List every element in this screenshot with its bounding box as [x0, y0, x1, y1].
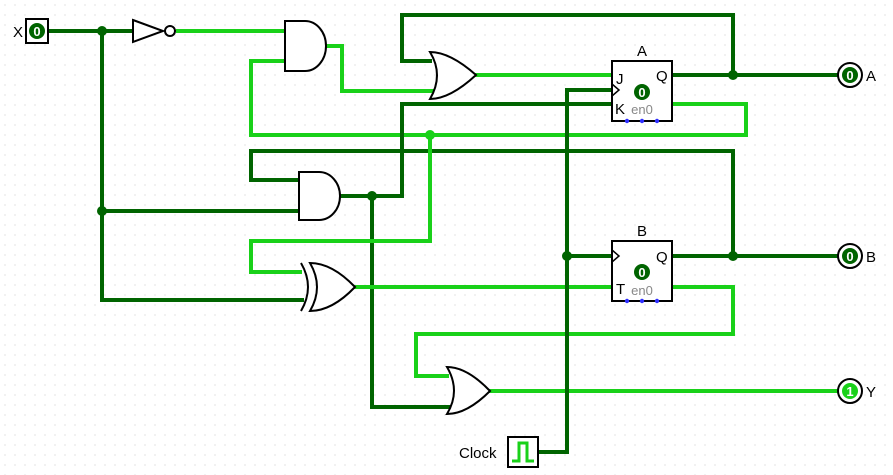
jk-flipflop-a[interactable]: A J K Q 0 en0	[611, 43, 673, 124]
not-gate[interactable]	[132, 18, 176, 44]
output-a: 0 A	[837, 62, 876, 88]
flipflop-b-state: 0	[638, 265, 645, 280]
flipflop-a-enable: en0	[631, 102, 653, 117]
clock-triangle-icon	[611, 249, 621, 263]
and-gate-2[interactable]	[298, 171, 341, 221]
xor-gate[interactable]	[300, 261, 357, 313]
wires	[45, 13, 840, 454]
input-x-label: X	[13, 24, 23, 41]
wire-b-feedback[interactable]	[249, 149, 735, 258]
flipflop-a-state: 0	[638, 85, 645, 100]
output-y-label: Y	[866, 384, 876, 401]
output-y: 1 Y	[837, 378, 876, 404]
flipflop-b-ports	[624, 298, 660, 304]
junction-dot	[367, 191, 377, 201]
junction-dot	[728, 251, 738, 261]
output-y-value: 1	[846, 384, 853, 399]
wire-and1-out[interactable]	[324, 44, 435, 93]
output-b: 0 B	[837, 243, 876, 269]
flipflop-b-name: B	[637, 223, 647, 240]
flipflop-b-enable: en0	[631, 283, 653, 298]
flipflop-b-q-label: Q	[656, 249, 668, 266]
flipflop-b-t-label: T	[616, 281, 625, 298]
flipflop-b-state-indicator	[634, 264, 650, 280]
output-b-label: B	[866, 249, 876, 266]
flipflop-a-ports	[624, 118, 660, 124]
wire-junctions	[97, 26, 738, 261]
input-x[interactable]: X 0	[13, 18, 49, 44]
t-flipflop-b[interactable]: B T Q 0 en0	[611, 223, 673, 304]
junction-dot	[97, 26, 107, 36]
junction-dot	[562, 251, 572, 261]
output-b-value: 0	[846, 249, 853, 264]
or-gate-2[interactable]	[445, 365, 492, 416]
clock-triangle-icon	[611, 83, 621, 97]
output-a-value: 0	[846, 68, 853, 83]
clock-waveform-icon	[512, 441, 534, 463]
wire-bnot-xor[interactable]	[249, 133, 432, 274]
junction-dot	[97, 206, 107, 216]
flipflop-a-state-indicator	[634, 84, 650, 100]
wire-clock[interactable]	[535, 88, 614, 454]
wire-and1-in-b[interactable]	[249, 59, 748, 137]
flipflop-a-k-label: K	[615, 101, 625, 118]
wire-bnot-or2[interactable]	[414, 285, 735, 378]
flipflop-a-q-label: Q	[656, 68, 668, 85]
wire-a-feedback[interactable]	[400, 13, 735, 77]
clock-label: Clock	[459, 445, 497, 462]
wire-x-main[interactable]	[45, 29, 304, 302]
flipflop-a-name: A	[637, 43, 647, 60]
flipflop-a-j-label: J	[616, 71, 624, 88]
output-a-label: A	[866, 68, 876, 85]
or-gate-1[interactable]	[428, 50, 478, 101]
input-x-indicator	[29, 23, 45, 39]
and-gate-1[interactable]	[284, 20, 327, 72]
junction-dot	[728, 70, 738, 80]
junction-dot	[425, 130, 435, 140]
input-x-value: 0	[33, 24, 40, 39]
clock-source[interactable]: Clock	[459, 436, 539, 468]
